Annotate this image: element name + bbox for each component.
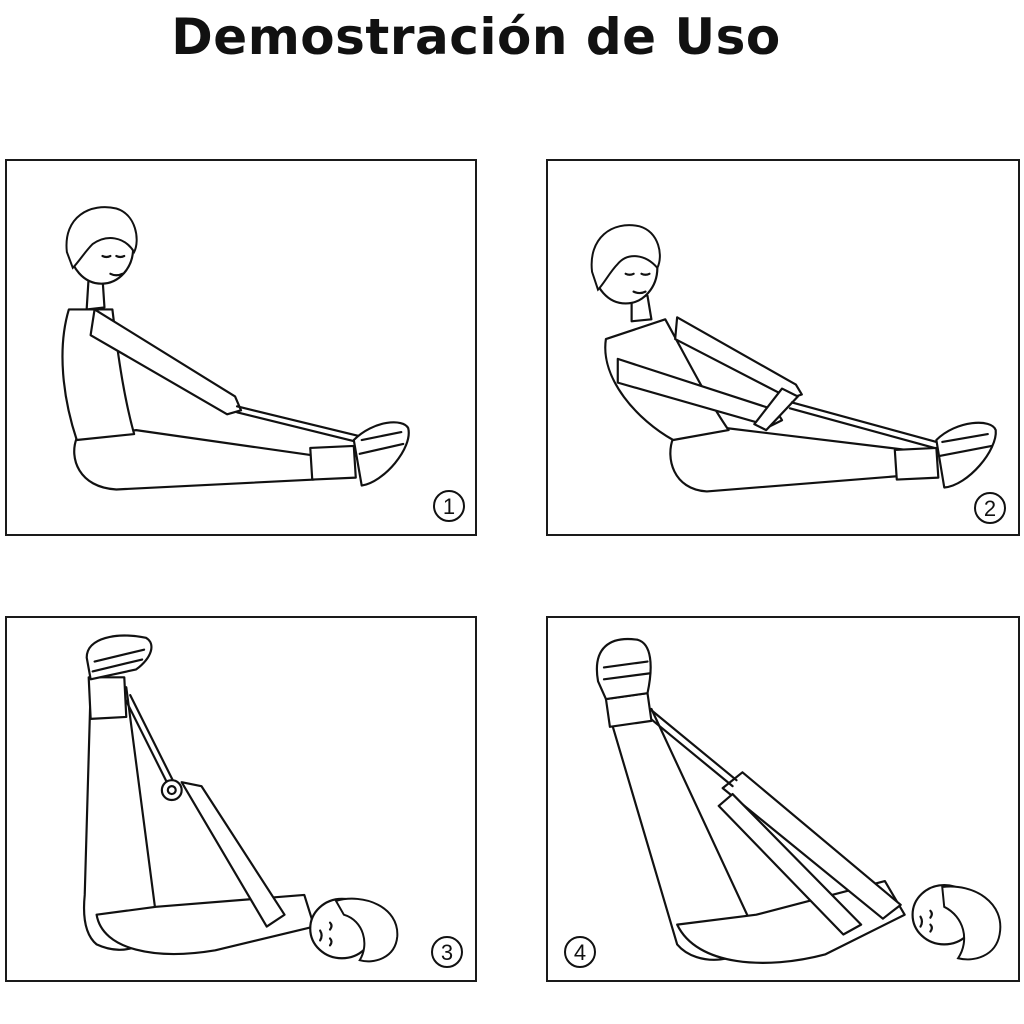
step-number-badge: 3 [431,936,463,968]
step-3-panel: 3 [5,616,477,982]
step-number-badge: 1 [433,490,465,522]
step-number-badge: 2 [974,492,1006,524]
step-4-panel: 4 [546,616,1020,982]
step-2-illustration [590,224,997,493]
step-1-panel: 1 [5,159,477,536]
step-number-badge: 4 [564,936,596,968]
step-3-illustration [82,634,399,963]
step-4-illustration [595,637,1002,964]
step-2-panel: 2 [546,159,1020,536]
step-1-illustration [61,206,410,491]
page-title: Demostración de Uso [171,8,781,66]
